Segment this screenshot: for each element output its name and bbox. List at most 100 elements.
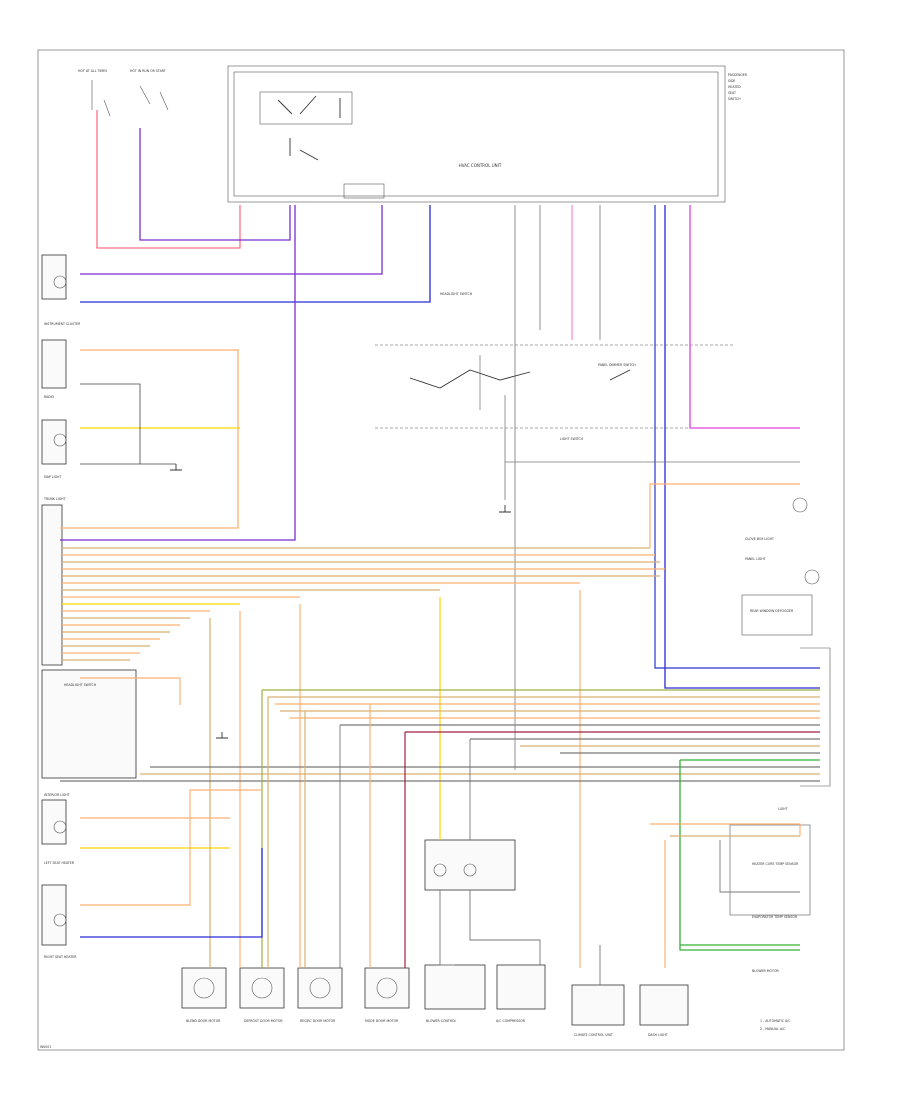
comp-map-light	[41, 419, 67, 465]
right-comp-label-2: REAR WINDOW DEFOGGER	[750, 609, 794, 613]
right-comp-label-5: EVAPORATOR TEMP SENSOR	[752, 915, 798, 919]
wire-black-radio	[80, 383, 141, 464]
wire-purple-top-feed	[139, 128, 291, 241]
left-comp-label-7: RIGHT SEAT HEATER	[44, 955, 77, 959]
comp-radio	[41, 339, 67, 389]
wire-blue-cluster	[80, 205, 431, 303]
wire-blue-seat	[80, 848, 263, 938]
bottom-comp-1	[239, 967, 285, 1009]
switch-symbol	[289, 138, 319, 161]
connector-box	[343, 183, 385, 199]
right-comp-label-3: LIGHT	[778, 807, 788, 811]
wire-red-top-feed	[96, 110, 241, 249]
wire-blue-right	[664, 205, 820, 689]
comp-left-seat-heater	[41, 884, 67, 946]
right-comp-label-1: PANEL LIGHT	[745, 557, 766, 561]
ground-symbol-1	[216, 732, 228, 739]
bottom-comp-label-3: MODE DOOR MOTOR	[365, 1019, 399, 1023]
comp-headlight-switch	[41, 669, 137, 779]
wire-purple-long	[60, 205, 296, 541]
motor-0	[193, 977, 215, 999]
bulb-glove-box	[792, 497, 808, 513]
bottom-comp-0	[181, 967, 227, 1009]
wire-orange-glove	[649, 483, 800, 548]
right-comp-label-6: BLOWER MOTOR	[752, 969, 779, 973]
bottom-comp-label-1: DEFROST DOOR MOTOR	[244, 1019, 283, 1023]
page-id: W0001	[40, 1045, 51, 1049]
comp-connector-c1	[41, 504, 63, 666]
comp-instrument-cluster	[41, 254, 67, 300]
right-comp-label-4: HEATER CORE TEMP SENSOR	[752, 862, 799, 866]
wire-orange-radio	[60, 349, 239, 529]
hvac-inner-box	[233, 71, 719, 197]
bottom-comp-5	[496, 964, 546, 1010]
motor-3	[376, 977, 398, 999]
bottom-comp-4	[424, 964, 486, 1010]
relay-contacts	[277, 95, 341, 118]
wire-navy-right	[654, 205, 820, 669]
right-comp-label-0: GLOVE BOX LIGHT	[745, 537, 774, 541]
left-comp-label-4: HEADLIGHT SWITCH	[64, 683, 97, 687]
right-label-0: PASSENGER	[728, 73, 748, 77]
ground-symbol-0	[170, 464, 182, 471]
bottom-comp-label-6: CLIMATE CONTROL UNIT	[574, 1033, 613, 1037]
right-label-2: HEATED	[728, 85, 741, 89]
comp-sensors-box	[729, 824, 811, 916]
legend-item-1: 2 - MANUAL A/C	[760, 1027, 786, 1031]
left-comp-label-3: TRUNK LIGHT	[43, 497, 66, 501]
comp-rear-defogger	[741, 594, 813, 636]
light-switch-contacts	[409, 369, 631, 389]
right-label-4: SWITCH	[728, 97, 741, 101]
bulb-cluster	[53, 275, 67, 289]
legend-item-0: 1 - AUTOMATIC A/C	[760, 1019, 791, 1023]
bottom-comp-label-2: RECIRC DOOR MOTOR	[300, 1019, 336, 1023]
left-comp-label-1: RADIO	[44, 395, 55, 399]
bottom-comp-2	[297, 967, 343, 1009]
motor-1	[251, 977, 273, 999]
wire-gray-right-lower	[719, 840, 800, 893]
wire-group	[60, 110, 820, 985]
right-connector-bracket	[800, 647, 831, 787]
right-label-1: SIDE	[728, 79, 735, 83]
headlight-switch-label: HEADLIGHT SWITCH	[440, 292, 473, 296]
bulb-interior	[53, 820, 67, 834]
hvac-control-unit-box	[227, 65, 726, 203]
bottom-comp-7	[639, 984, 689, 1026]
module-circle-0	[433, 863, 447, 877]
bulb-map	[53, 433, 67, 447]
ground-symbol-2	[499, 505, 511, 513]
wire-purple-cluster	[80, 205, 383, 275]
wire-green-sensor	[679, 760, 800, 951]
wire-orange-headlight	[80, 677, 181, 705]
wire-magenta-right	[689, 205, 800, 429]
left-comp-label-6: LEFT SEAT HEATER	[44, 861, 75, 865]
bottom-comp-label-7: DASH LIGHT	[648, 1033, 668, 1037]
wire-orange-right-lower	[650, 823, 801, 836]
bottom-comp-label-4: BLOWER CONTROL	[426, 1019, 457, 1023]
motor-2	[309, 977, 331, 999]
bottom-comp-3	[364, 967, 410, 1009]
comp-blower-module	[424, 839, 516, 891]
control-unit-label: HVAC CONTROL UNIT	[459, 163, 502, 168]
left-comp-label-5: INTERIOR LIGHT	[44, 793, 70, 797]
bottom-comp-6	[571, 984, 625, 1026]
wire-gray-module	[439, 890, 455, 966]
right-label-3: SEAT	[728, 91, 736, 95]
top-left-label-0: HOT AT ALL TIMES	[78, 69, 107, 73]
relay-symbol	[259, 91, 353, 125]
switch-vertical-links	[479, 355, 506, 430]
wire-orange-seat-1	[80, 789, 262, 906]
wire-gray-module-2	[469, 890, 541, 965]
top-left-label-1: HOT IN RUN OR START	[130, 69, 166, 73]
bulb-seat	[53, 913, 67, 927]
bottom-comp-label-0: BLEND DOOR MOTOR	[186, 1019, 221, 1023]
bulb-panel	[804, 569, 820, 585]
diagram-border	[37, 49, 845, 1051]
left-comp-label-2: MAP LIGHT	[44, 475, 61, 479]
comp-interior-light	[41, 799, 67, 845]
light-switch-label: LIGHT SWITCH	[560, 437, 584, 441]
panel-dimmer-label: PANEL DIMMER SWITCH	[598, 363, 636, 367]
module-circle-1	[463, 863, 477, 877]
